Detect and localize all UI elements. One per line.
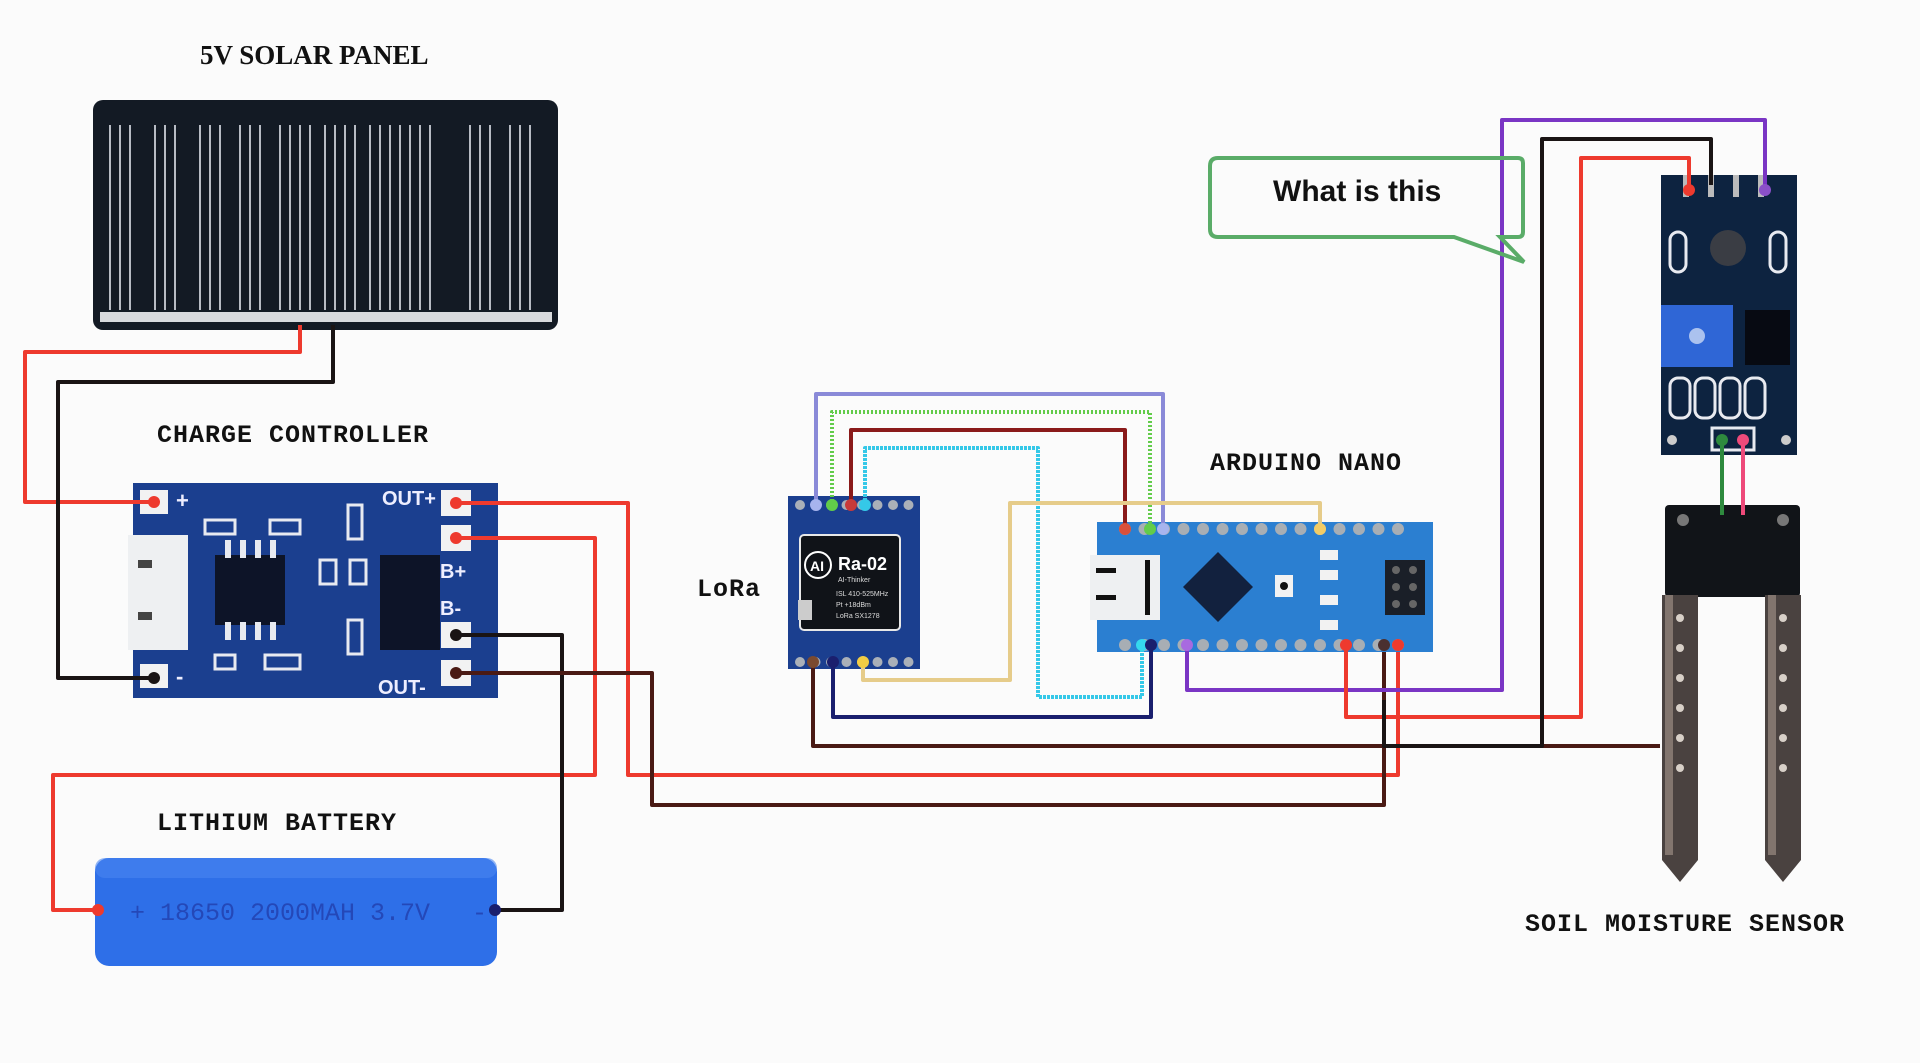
- probe-hole: [1779, 764, 1787, 772]
- battery-plus-label: +: [130, 899, 145, 928]
- lora-pin: [888, 657, 898, 667]
- wire-solar-negative: [56, 325, 335, 680]
- lora-brand: AI: [810, 558, 824, 574]
- solar-panel: [93, 100, 558, 330]
- wire-lora-tan: [861, 501, 1322, 682]
- nano-pin: [1392, 523, 1404, 535]
- probe-hole: [1676, 704, 1684, 712]
- wire-lora-cyan: [863, 446, 1144, 699]
- wires: [23, 118, 1767, 912]
- lora-pin: [795, 500, 805, 510]
- nano-pin: [1177, 523, 1190, 535]
- lora-pin: [888, 500, 898, 510]
- battery-marking: 18650 2000MAH 3.7V: [160, 899, 430, 928]
- cc-pin-minus-label: -: [176, 664, 183, 689]
- lora-spec1: ISL 410-525MHz: [836, 591, 889, 598]
- battery-minus-label: -: [472, 899, 487, 928]
- callout-text: What is this: [1273, 175, 1442, 208]
- nano-pin: [1236, 523, 1248, 535]
- lora-model: Ra-02: [838, 554, 887, 574]
- arduino-nano-label: ARDUINO NANO: [1210, 449, 1403, 478]
- nano-pin: [1158, 639, 1170, 651]
- nano-pin: [1372, 523, 1385, 535]
- nano-pin: [1314, 639, 1326, 651]
- nano-pin: [1275, 639, 1287, 651]
- probe-hole: [1676, 734, 1684, 742]
- cc-pin-b-plus-label: B+: [440, 561, 466, 583]
- wire-lora-maroon: [849, 428, 1127, 529]
- probe-hole: [1779, 704, 1787, 712]
- lithium-battery-label: LITHIUM BATTERY: [157, 809, 398, 838]
- lithium-battery: 18650 2000MAH 3.7V + -: [95, 858, 497, 966]
- probe-hole: [1676, 644, 1684, 652]
- nano-pin: [1333, 523, 1346, 535]
- nano-pin: [1197, 639, 1209, 651]
- probe-hole: [1779, 734, 1787, 742]
- solar-panel-label: 5V SOLAR PANEL: [200, 40, 429, 70]
- probe-hole: [1676, 614, 1684, 622]
- wire-lora-green: [830, 410, 1152, 529]
- wire-out-minus: [456, 652, 1386, 807]
- probe-hole: [1779, 674, 1787, 682]
- nano-pin: [1236, 639, 1248, 651]
- lora-pin: [903, 500, 914, 510]
- lora-pin: [841, 657, 852, 667]
- probe-hole: [1676, 764, 1684, 772]
- lora-spec2: Pt +18dBm: [836, 602, 871, 609]
- wire-lora-brown: [811, 662, 1660, 748]
- lora-pin: [903, 657, 914, 667]
- cc-pin-plus-label: +: [176, 488, 189, 513]
- lora-pin: [872, 657, 883, 667]
- wire-lora-lavender: [814, 392, 1165, 529]
- soil-probe: [1662, 505, 1801, 882]
- lora-sub: AI-Thinker: [838, 577, 871, 584]
- lora-pin: [872, 500, 883, 510]
- nano-pin: [1294, 523, 1307, 535]
- arduino-nano: [1090, 522, 1433, 652]
- nano-pin: [1255, 639, 1268, 651]
- lora-pin: [795, 657, 805, 667]
- nano-pin: [1197, 523, 1209, 535]
- nano-pin: [1275, 523, 1287, 535]
- probe-hole: [1676, 674, 1684, 682]
- wire-sensor-analog: [1185, 118, 1767, 692]
- soil-sensor-module: [1661, 175, 1797, 455]
- wire-lora-navy: [831, 645, 1153, 719]
- probe-hole: [1779, 614, 1787, 622]
- nano-pin: [1353, 523, 1365, 535]
- lora-module: AI Ra-02 AI-Thinker ISL 410-525MHz Pt +1…: [788, 496, 920, 669]
- callout-bubble[interactable]: [1208, 156, 1526, 264]
- wire-out-plus: [456, 501, 1400, 777]
- nano-pin: [1216, 523, 1229, 535]
- cc-pin-out-plus-label: OUT+: [382, 488, 436, 510]
- nano-pin: [1255, 523, 1268, 535]
- nano-pin: [1216, 639, 1229, 651]
- nano-pin: [1119, 639, 1131, 651]
- lora-spec3: LoRa SX1278: [836, 613, 880, 620]
- probe-hole: [1779, 644, 1787, 652]
- wire-sensor-vcc: [1344, 156, 1691, 719]
- wire-battery-negative: [456, 633, 564, 912]
- lora-label: LoRa: [697, 575, 762, 604]
- wire-battery-positive: [51, 536, 597, 912]
- soil-moisture-sensor-label: SOIL MOISTURE SENSOR: [1525, 910, 1846, 939]
- cc-pin-out-minus-label: OUT-: [378, 677, 426, 699]
- charge-controller-board: + - OUT+ B+ B- OUT-: [128, 483, 498, 699]
- wire-endpoints: [92, 184, 1771, 916]
- wire-sensor-gnd: [1382, 137, 1713, 748]
- wire-solar-positive: [23, 325, 302, 504]
- cc-pin-b-minus-label: B-: [440, 598, 461, 620]
- nano-pin: [1294, 639, 1307, 651]
- charge-controller-label: CHARGE CONTROLLER: [157, 421, 430, 450]
- nano-pin: [1353, 639, 1365, 651]
